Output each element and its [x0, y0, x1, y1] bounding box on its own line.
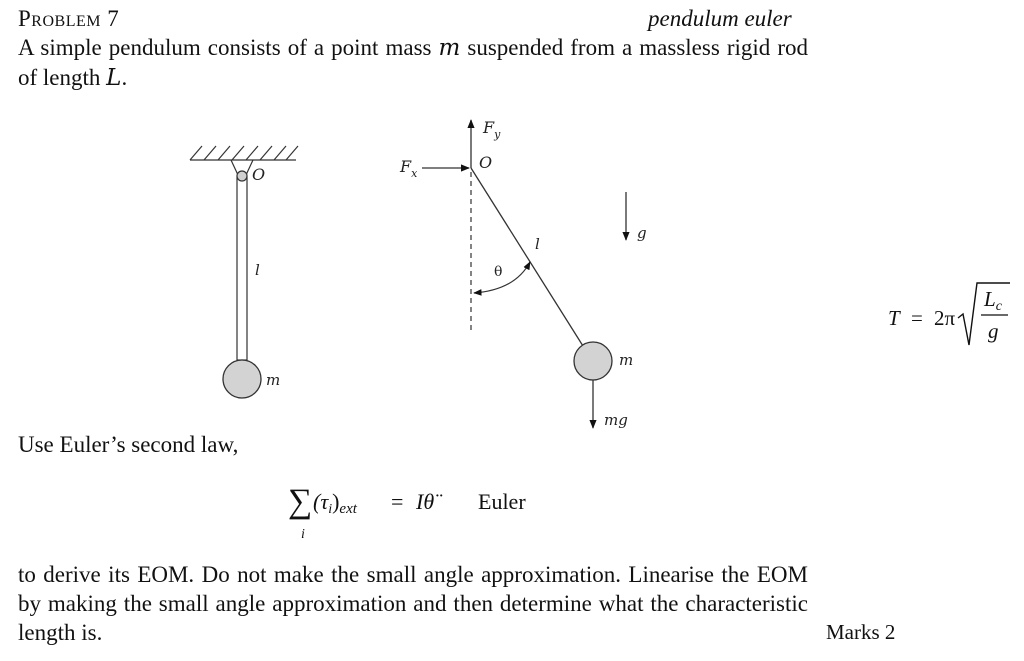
right-pivot-label: O	[479, 153, 492, 172]
intro-text-1: A simple pendulum consists of a point ma…	[18, 35, 439, 60]
right-rod-label: l	[535, 235, 540, 253]
pendulum-bob	[222, 359, 262, 399]
period-equals: =	[911, 306, 923, 330]
instructions-paragraph: to derive its EOM. Do not make the small…	[18, 562, 808, 645]
left-pendulum-figure	[189, 145, 299, 399]
euler-equation: ∑ i (τi)ext = Iθ̈ Euler	[288, 483, 526, 542]
angle-label: θ	[494, 264, 502, 280]
pivot-pin	[236, 170, 248, 182]
sqrt-sign	[957, 282, 1010, 346]
intro-text-3: .	[121, 65, 128, 90]
equation-label: Euler	[478, 489, 526, 514]
period-numerator: Lc	[983, 287, 1003, 314]
right-mass-label: m	[619, 351, 633, 369]
period-lhs: T	[888, 306, 901, 330]
var-m: m	[438, 35, 461, 61]
left-rod-label: l	[255, 261, 260, 279]
gravity-label: g	[637, 224, 647, 242]
period-coef: 2π	[934, 306, 956, 330]
hanger-left	[230, 159, 239, 176]
problem-tag: pendulum euler	[648, 6, 792, 31]
fy-label: Fy	[482, 118, 501, 141]
equation-equals: =	[391, 489, 403, 514]
problem-title: Problem 7	[18, 6, 120, 31]
period-denominator: g	[988, 319, 999, 343]
pendulum-bob-angled	[573, 341, 613, 381]
pendulum-rod	[236, 176, 248, 361]
left-pivot-label: O	[252, 165, 265, 184]
pendulum-rod-angled	[470, 167, 584, 347]
sum-index: i	[301, 527, 305, 542]
right-freebody-figure	[422, 119, 630, 429]
intro-paragraph: A simple pendulum consists of a point ma…	[18, 33, 808, 93]
period-formula: T = 2π Lc g	[888, 282, 1010, 346]
left-mass-label: m	[266, 371, 280, 389]
marks-label: Marks 2	[826, 620, 896, 644]
sum-symbol: ∑	[288, 483, 312, 520]
fx-label: Fx	[399, 157, 418, 180]
weight-label: mg	[604, 411, 628, 429]
theta-arc	[473, 261, 531, 296]
var-L: L	[106, 65, 122, 91]
torque-term: (τi)ext	[313, 489, 358, 517]
use-euler-text: Use Euler’s second law,	[18, 432, 239, 457]
ceiling-hatching	[189, 145, 299, 161]
hanger-right	[245, 159, 254, 176]
equation-rhs: Iθ̈	[415, 489, 443, 514]
intro-text-2: suspended from a massless rigid rod of l…	[18, 35, 808, 90]
